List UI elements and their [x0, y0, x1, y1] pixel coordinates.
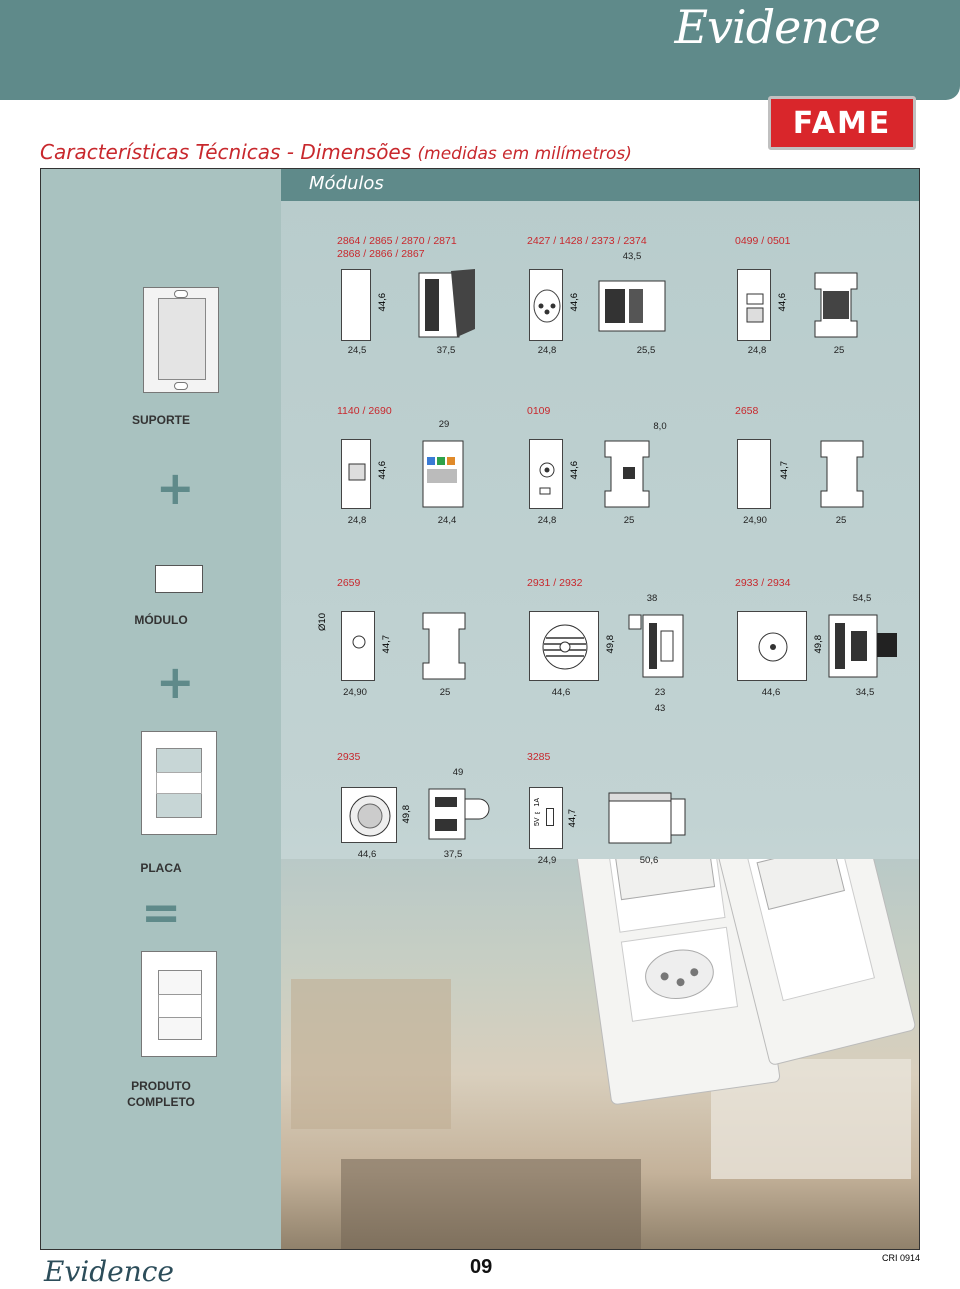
- blank-front: [737, 439, 771, 509]
- dim-w1: 24,5: [347, 345, 367, 356]
- module-front: [341, 269, 371, 341]
- network-jack-front: [341, 439, 371, 509]
- equals-sign: =: [141, 885, 182, 941]
- dim-w1: 44,6: [761, 687, 781, 698]
- codes-2931: 2931 / 2932: [527, 577, 583, 589]
- dim-top: 29: [438, 419, 450, 430]
- dim-w1: 44,6: [551, 687, 571, 698]
- dim-w2: 50,6: [639, 855, 659, 866]
- dim-top: 49: [452, 767, 464, 778]
- codes-2935: 2935: [337, 751, 361, 763]
- blank-side-image: [817, 439, 867, 509]
- dim-w1: 24,8: [347, 515, 367, 526]
- label-suporte: SUPORTE: [131, 413, 190, 427]
- dim-height: 49,8: [813, 635, 824, 654]
- header-band: [0, 0, 960, 100]
- sensor-front: [341, 787, 397, 843]
- dim-top: 8,0: [653, 421, 667, 432]
- label-placa: PLACA: [140, 861, 182, 875]
- modules-bar: [281, 169, 919, 201]
- dim-height: 44,7: [567, 809, 578, 828]
- codes-2658: 2658: [735, 405, 759, 417]
- dim-top: 43,5: [622, 251, 642, 262]
- label-produto-2: COMPLETO: [127, 1095, 195, 1109]
- dim-w2: 24,4: [437, 515, 457, 526]
- plus-sign: +: [156, 655, 195, 709]
- dim-w1: 44,6: [357, 849, 377, 860]
- codes-2427: 2427 / 1428 / 2373 / 2374: [527, 235, 647, 247]
- dim-w2: 25,5: [636, 345, 656, 356]
- dim-height: 44,6: [569, 461, 580, 480]
- codes-3285: 3285: [527, 751, 551, 763]
- room-photo: [281, 777, 919, 1249]
- dim-height: 44,6: [377, 461, 388, 480]
- dim-w2: 25: [439, 687, 451, 698]
- dim-w1: 24,8: [747, 345, 767, 356]
- dim-height: 44,7: [779, 461, 790, 480]
- dim-w1: 24,8: [537, 515, 557, 526]
- dim-height: 49,8: [401, 805, 412, 824]
- dimmer-side-image: [827, 611, 901, 681]
- dim-height: 44,6: [377, 293, 388, 312]
- codes-1140: 1140 / 2690: [337, 405, 392, 417]
- codes-0499: 0499 / 0501: [735, 235, 791, 247]
- phone-jack-side-image: [811, 269, 861, 341]
- module-image: [155, 565, 203, 593]
- network-jack-side-image: [421, 439, 465, 509]
- dim-w2: 34,5: [855, 687, 875, 698]
- produto-image: [141, 951, 217, 1057]
- switch-side-image: [417, 269, 477, 341]
- fame-logo: FAME: [768, 96, 916, 150]
- plug-side-image: [419, 611, 469, 681]
- outlet-front: [529, 269, 563, 341]
- dim-w1: 24,90: [343, 687, 367, 698]
- phone-jack-front: [737, 269, 771, 341]
- page-title: Características Técnicas - Dimensões (me…: [40, 140, 632, 164]
- codes-0109: 0109: [527, 405, 551, 417]
- dim-height: 44,7: [381, 635, 392, 654]
- dim-top: 38: [646, 593, 658, 604]
- coax-side-image: [601, 439, 655, 509]
- dim-w2: 25: [833, 345, 845, 356]
- buzzer-front: [529, 611, 599, 681]
- reference-code: CRI 0914: [881, 1253, 920, 1263]
- dimmer-front: [737, 611, 807, 681]
- sensor-side-image: [427, 785, 497, 845]
- modules-label: Módulos: [309, 173, 384, 194]
- dim-w2: 37,5: [443, 849, 463, 860]
- dim-w1: 24,9: [537, 855, 557, 866]
- dim-w2: 25: [623, 515, 635, 526]
- dim-w2: 23: [654, 687, 666, 698]
- footer-brand: Evidence: [44, 1255, 174, 1288]
- dim-height: 44,6: [569, 293, 580, 312]
- dim-height: 49,8: [605, 635, 616, 654]
- coax-front: [529, 439, 563, 509]
- dim-top: 54,5: [852, 593, 872, 604]
- dim-w2: 37,5: [436, 345, 456, 356]
- dim-w1: 24,8: [537, 345, 557, 356]
- dim-diameter: Ø10: [317, 613, 328, 631]
- page-number: 09: [470, 1256, 493, 1278]
- plus-sign: +: [156, 461, 195, 515]
- usb-side-image: [607, 789, 691, 849]
- codes-2659: 2659: [337, 577, 361, 589]
- dim-height: 44,6: [777, 293, 788, 312]
- codes-2933: 2933 / 2934: [735, 577, 791, 589]
- suporte-frame-image: [143, 287, 219, 393]
- outlet-side-image: [597, 269, 667, 341]
- dim-w3: 43: [654, 703, 666, 714]
- usb-rating: 5V ⎓ 1A: [534, 798, 541, 827]
- content-frame: Módulos SUPORTE + MÓDULO + PLACA = PRODU…: [40, 168, 920, 1250]
- label-modulo: MÓDULO: [134, 613, 188, 627]
- brand-logo: Evidence: [674, 0, 881, 54]
- placa-image: [141, 731, 217, 835]
- dim-w2: 25: [835, 515, 847, 526]
- dim-w1: 24,90: [743, 515, 767, 526]
- buzzer-side-image: [627, 611, 687, 681]
- plug-front: [341, 611, 375, 681]
- label-produto-1: PRODUTO: [131, 1079, 191, 1093]
- usb-front: 5V ⎓ 1A: [529, 787, 563, 849]
